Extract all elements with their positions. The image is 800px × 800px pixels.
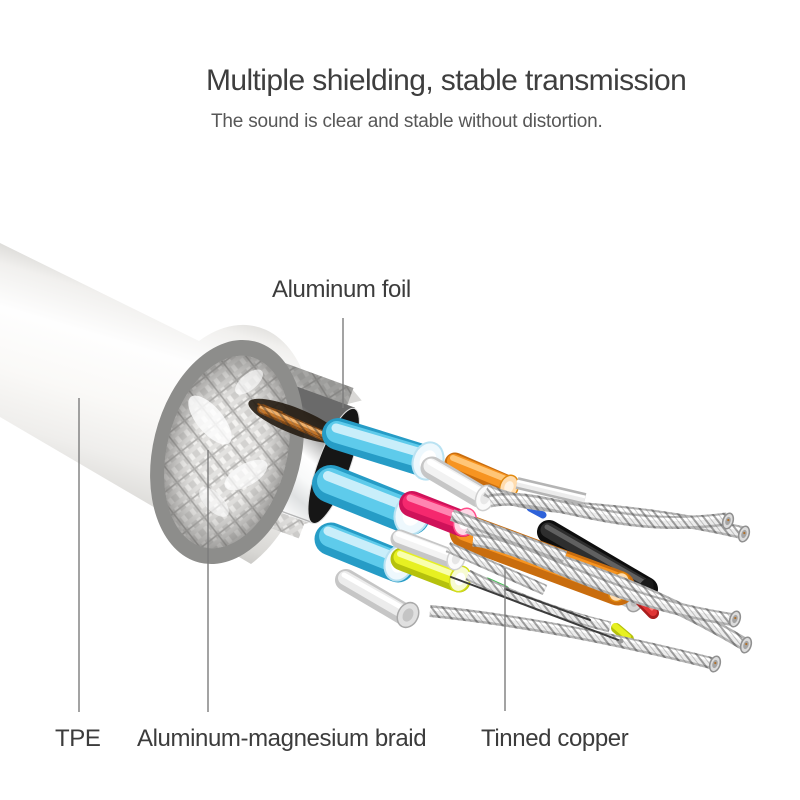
strand-filler-2 — [445, 541, 548, 596]
whisker-wire-1 — [450, 576, 622, 642]
page-title: Multiple shielding, stable transmission — [206, 64, 687, 97]
wire-cyan-top — [322, 418, 445, 481]
strand-bottom-short — [465, 570, 612, 633]
strand-filler-1 — [449, 509, 568, 563]
wire-yellow — [390, 547, 472, 593]
strand-tip — [728, 610, 742, 628]
label-tpe: TPE — [55, 725, 101, 752]
strand-tip — [737, 525, 751, 543]
leader-lines — [78, 318, 506, 712]
whisker-wire-2 — [504, 588, 591, 621]
page-subtitle: The sound is clear and stable without di… — [211, 111, 603, 132]
strand-bottom-long — [429, 605, 717, 670]
label-aluminum-foil: Aluminum foil — [272, 276, 411, 303]
label-aluminum-magnesium-braid: Aluminum-magnesium braid — [137, 725, 427, 752]
strand-pair-top-b — [488, 492, 728, 529]
tinned-copper-strands — [429, 477, 753, 673]
strand-tip — [739, 636, 753, 654]
copper-drain-wire — [248, 398, 342, 444]
strand-short-top — [515, 477, 587, 505]
whisker-tip — [618, 638, 624, 644]
strand-tip — [708, 655, 722, 673]
strand-pair-mid-b — [472, 533, 736, 627]
strand-tip — [721, 512, 735, 530]
wire-white-bottom — [335, 569, 420, 629]
label-tinned-copper: Tinned copper — [481, 725, 629, 752]
